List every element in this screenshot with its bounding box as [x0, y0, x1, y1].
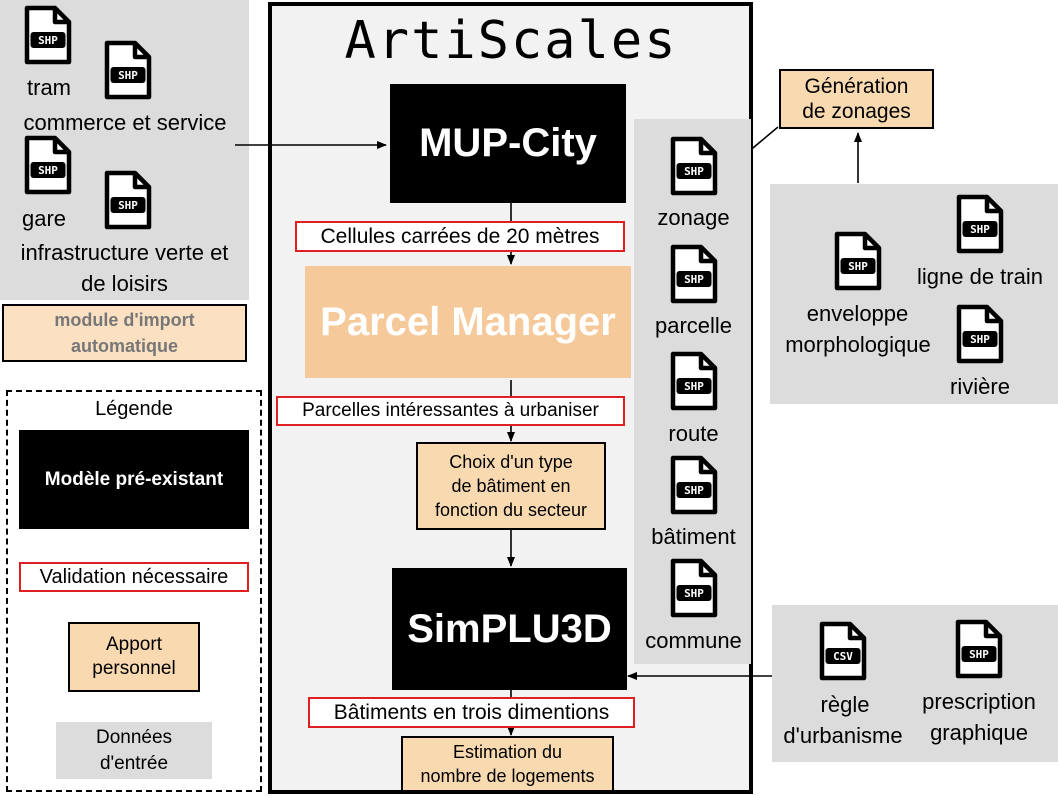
file-icon-infrastructure: SHP — [104, 170, 152, 230]
parcels-label: Parcelles intéressantes à urbaniser — [276, 396, 625, 426]
label-ligne-train: ligne de train — [917, 264, 1043, 289]
svg-text:SHP: SHP — [38, 34, 58, 47]
svg-text:SHP: SHP — [684, 165, 704, 178]
svg-text:CSV: CSV — [833, 650, 853, 663]
rules-data-panel — [772, 605, 1058, 762]
label-enveloppe-2: morphologique — [785, 332, 931, 357]
label-infrastructure-1: infrastructure verte et — [20, 240, 229, 265]
choice-line2: de bâtiment en — [451, 476, 571, 496]
choice-box: Choix d'un type de bâtiment en fonction … — [416, 442, 606, 530]
file-icon-ligne-train: SHP — [956, 194, 1004, 254]
zoning-data-panel — [770, 184, 1058, 404]
legend-existing-model: Modèle pré-existant — [19, 430, 249, 529]
label-regle-1: règle — [820, 692, 870, 717]
svg-text:SHP: SHP — [970, 223, 990, 236]
file-icon-tram: SHP — [24, 5, 72, 65]
module-import-line1: module d'import — [54, 310, 195, 330]
legend-panel — [6, 390, 262, 792]
legend-validation: Validation nécessaire — [19, 562, 249, 592]
label-prescription-1: prescription — [922, 689, 1036, 714]
estimation-box: Estimation du nombre de logements — [401, 736, 614, 792]
label-parcelle: parcelle — [654, 313, 733, 338]
label-batiment: bâtiment — [651, 524, 736, 549]
file-icon-regle: CSV — [819, 621, 867, 681]
svg-text:SHP: SHP — [684, 273, 704, 286]
label-commerce: commerce et service — [23, 110, 227, 135]
label-route: route — [668, 421, 719, 446]
artiscales-title: ArtiScales — [344, 11, 678, 71]
svg-text:SHP: SHP — [684, 484, 704, 497]
file-icon-commerce: SHP — [104, 40, 152, 100]
label-commune: commune — [645, 628, 742, 653]
generation-line2: de zonages — [802, 100, 911, 123]
label-regle-2: d'urbanisme — [783, 723, 903, 748]
estimation-line2: nombre de logements — [420, 766, 595, 786]
generation-line1: Génération — [804, 75, 909, 98]
file-icon-batiment: SHP — [670, 455, 718, 515]
label-riviere: rivière — [950, 374, 1010, 399]
module-import-box: module d'import automatique — [2, 304, 247, 362]
choice-line3: fonction du secteur — [434, 500, 588, 520]
file-icon-zonage: SHP — [670, 136, 718, 196]
choice-line1: Choix d'un type — [449, 452, 573, 472]
svg-text:SHP: SHP — [969, 648, 989, 661]
buildings-label: Bâtiments en trois dimentions — [308, 697, 635, 728]
file-icon-parcelle: SHP — [670, 244, 718, 304]
estimation-line1: Estimation du — [452, 742, 563, 762]
svg-text:SHP: SHP — [970, 333, 990, 346]
svg-text:SHP: SHP — [848, 260, 868, 273]
svg-text:SHP: SHP — [684, 380, 704, 393]
cells-label: Cellules carrées de 20 mètres — [295, 221, 625, 252]
legend-title: Légende — [95, 398, 173, 420]
legend-apport: Apport personnel — [68, 622, 200, 692]
parcel-manager-box: Parcel Manager — [305, 266, 631, 378]
mup-city-box: MUP-City — [390, 84, 626, 203]
label-gare: gare — [21, 206, 67, 231]
legend-apport-line2: personnel — [92, 658, 176, 679]
module-import-line2: automatique — [70, 336, 178, 356]
svg-text:SHP: SHP — [684, 587, 704, 600]
file-icon-route: SHP — [670, 351, 718, 411]
legend-donnees: Données d'entrée — [56, 722, 212, 779]
svg-text:SHP: SHP — [118, 69, 138, 82]
file-icon-enveloppe: SHP — [834, 231, 882, 291]
label-prescription-2: graphique — [930, 720, 1028, 745]
legend-donnees-line1: Données — [95, 726, 173, 748]
file-icon-prescription: SHP — [955, 619, 1003, 679]
svg-text:SHP: SHP — [118, 199, 138, 212]
simplu-box: SimPLU3D — [392, 568, 627, 690]
legend-apport-line1: Apport — [106, 634, 162, 655]
label-infrastructure-2: de loisirs — [81, 271, 168, 296]
file-icon-gare: SHP — [24, 135, 72, 195]
generation-zonages-box: Génération de zonages — [779, 69, 934, 129]
svg-text:SHP: SHP — [38, 164, 58, 177]
file-icon-riviere: SHP — [956, 304, 1004, 364]
label-tram: tram — [27, 75, 71, 100]
label-zonage: zonage — [657, 205, 730, 230]
file-icon-commune: SHP — [670, 558, 718, 618]
legend-donnees-line2: d'entrée — [99, 752, 169, 774]
label-enveloppe-1: enveloppe — [806, 301, 909, 326]
